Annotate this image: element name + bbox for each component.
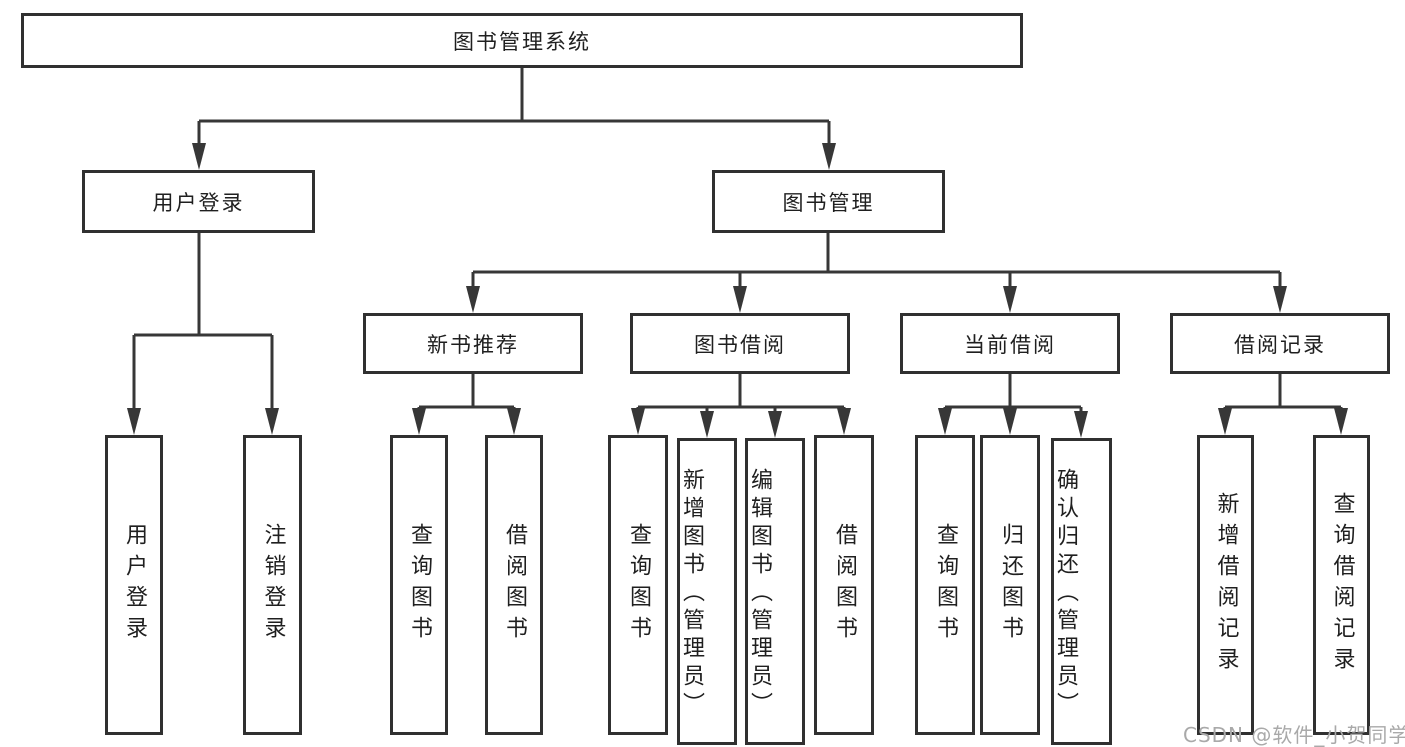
leaf-query-books-current: 查询图书	[915, 435, 975, 735]
node-label: 用户登录	[122, 523, 147, 647]
node-label: 借阅记录	[1234, 332, 1326, 357]
csdn-watermark: CSDN @软件_小贺同学	[1183, 723, 1405, 747]
node-borrowing-records: 借阅记录	[1170, 313, 1390, 374]
node-user-login: 用户登录	[82, 170, 315, 233]
node-label: 查询图书	[407, 523, 432, 647]
leaf-edit-book-admin: 编辑图书（管理员）	[745, 438, 805, 745]
leaf-query-books-recommend: 查询图书	[390, 435, 448, 735]
node-library-management-system: 图书管理系统	[21, 13, 1023, 68]
leaf-user-login: 用户登录	[105, 435, 163, 735]
node-new-book-recommend: 新书推荐	[363, 313, 583, 374]
node-label: 图书管理系统	[453, 29, 591, 54]
leaf-borrow-books: 借阅图书	[814, 435, 874, 735]
leaf-query-borrow-record: 查询借阅记录	[1313, 435, 1370, 735]
leaf-borrow-books-recommend: 借阅图书	[485, 435, 543, 735]
node-label: 查询图书	[626, 523, 651, 647]
node-label: 新增图书（管理员）	[679, 468, 704, 720]
node-label: 归还图书	[998, 523, 1023, 647]
node-label: 图书借阅	[694, 332, 786, 357]
node-label: 查询图书	[933, 523, 958, 647]
node-current-borrowing: 当前借阅	[900, 313, 1120, 374]
node-label: 查询借阅记录	[1329, 492, 1355, 678]
tree-edges	[132, 68, 1343, 420]
node-book-management: 图书管理	[712, 170, 945, 233]
leaf-return-book: 归还图书	[980, 435, 1040, 735]
node-label: 新书推荐	[427, 332, 519, 357]
leaf-query-books-borrow: 查询图书	[608, 435, 668, 735]
node-label: 注销登录	[260, 523, 286, 647]
node-book-borrowing: 图书借阅	[630, 313, 850, 374]
arrowheads	[127, 143, 1348, 438]
node-label: 编辑图书（管理员）	[747, 468, 772, 720]
node-label: 当前借阅	[964, 332, 1056, 357]
node-label: 借阅图书	[832, 523, 857, 647]
leaf-logout: 注销登录	[243, 435, 302, 735]
node-label: 用户登录	[152, 190, 245, 215]
leaf-add-book-admin: 新增图书（管理员）	[677, 438, 737, 745]
leaf-add-borrow-record: 新增借阅记录	[1197, 435, 1254, 735]
node-label: 新增借阅记录	[1213, 492, 1239, 678]
leaf-confirm-return-admin: 确认归还（管理员）	[1051, 438, 1112, 745]
node-label: 图书管理	[782, 190, 875, 215]
node-label: 确认归还（管理员）	[1053, 468, 1078, 720]
node-label: 借阅图书	[502, 523, 527, 647]
